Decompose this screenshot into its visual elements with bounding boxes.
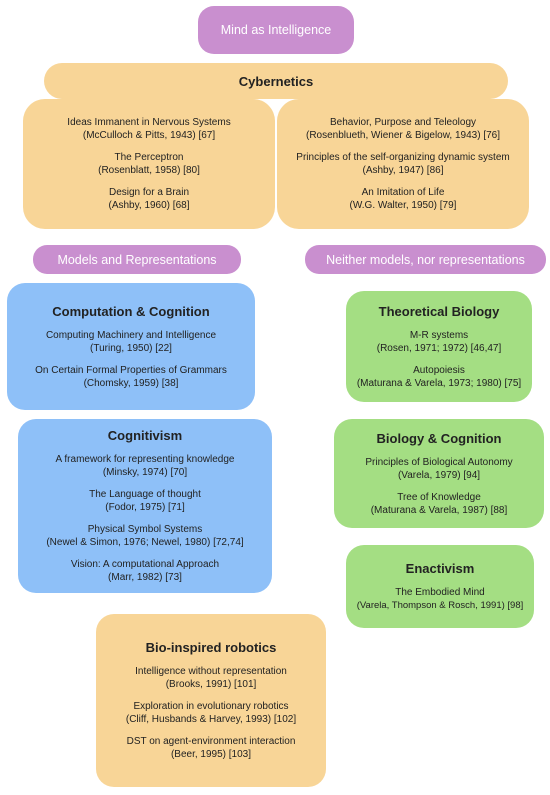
item-ref: (Rosen, 1971; 1972) [46,47] [376,342,502,354]
enactivism-node: Enactivism The Embodied Mind (Varela, Th… [346,545,534,628]
item-ref: (Beer, 1995) [103] [170,749,252,760]
cognitivism-item-0: A framework for representing knowledge (… [56,453,235,479]
item-ref: (Brooks, 1991) [101] [165,679,257,690]
item-title: On Certain Formal Properties of Grammars [35,364,227,376]
item-title: The Language of thought [89,489,201,500]
cybernetics-right-item-0: Behavior, Purpose and Teleology (Rosenbl… [306,116,500,142]
item-title: Vision: A computational Approach [70,559,220,570]
cognitivism-node: Cognitivism A framework for representing… [18,419,272,593]
item-title: Design for a Brain [108,187,190,198]
theoretical-biology-item-0: M-R systems (Rosen, 1971; 1972) [46,47] [377,329,502,355]
bio-robotics-item-0: Intelligence without representation (Bro… [135,665,287,691]
item-ref: (Varela, Thompson & Rosch, 1991) [98] [356,600,524,611]
item-title: M-R systems [409,329,469,341]
branch-label: Models and Representations [57,252,217,267]
item-ref: (Varela, 1979) [94] [397,469,481,481]
item-ref: (Rosenblueth, Wiener & Bigelow, 1943) [7… [306,130,500,141]
item-ref: (Marr, 1982) [73] [108,572,182,583]
item-title: Exploration in evolutionary robotics [133,701,289,712]
item-title: Autopoiesis [413,364,465,376]
node-heading: Computation & Cognition [52,303,210,319]
cognitivism-item-2: Physical Symbol Systems (Newel & Simon, … [46,523,243,549]
item-ref: (Maturana & Varela, 1973; 1980) [75] [356,377,522,389]
node-heading: Enactivism [405,561,475,576]
neither-models-branch: Neither models, nor representations [305,245,546,274]
item-title: DST on agent-environment interaction [126,736,296,747]
item-title: Principles of the self-organizing dynami… [296,152,510,163]
biology-cognition-item-1: Tree of Knowledge (Maturana & Varela, 19… [371,491,508,517]
biology-cognition-item-0: Principles of Biological Autonomy (Varel… [365,456,512,482]
mind-as-intelligence-node: Mind as Intelligence [198,6,354,54]
item-ref: (Chomsky, 1959) [38] [83,377,179,389]
node-heading: Bio-inspired robotics [145,640,277,655]
item-title: Tree of Knowledge [397,491,481,503]
models-representations-branch: Models and Representations [33,245,241,274]
theoretical-biology-node: Theoretical Biology M-R systems (Rosen, … [346,291,532,402]
cognitivism-item-1: The Language of thought (Fodor, 1975) [7… [89,488,201,514]
item-title: Physical Symbol Systems [87,524,203,535]
bio-robotics-item-1: Exploration in evolutionary robotics (Cl… [126,700,296,726]
item-title: An Imitation of Life [361,187,445,198]
cybernetics-left-item-0: Ideas Immanent in Nervous Systems (McCul… [67,116,230,142]
node-heading: Cognitivism [107,428,183,443]
cybernetics-left-item-1: The Perceptron (Rosenblatt, 1958) [80] [98,151,200,177]
node-heading: Theoretical Biology [378,303,500,319]
item-ref: (Maturana & Varela, 1987) [88] [370,504,508,516]
item-ref: (Rosenblatt, 1958) [80] [98,165,200,176]
branch-label: Neither models, nor representations [326,252,525,267]
item-ref: (Cliff, Husbands & Harvey, 1993) [102] [125,714,297,725]
biology-cognition-node: Biology & Cognition Principles of Biolog… [334,419,544,528]
computation-cognition-node: Computation & Cognition Computing Machin… [7,283,255,410]
item-title: Behavior, Purpose and Teleology [329,117,477,128]
item-title: Ideas Immanent in Nervous Systems [67,117,231,128]
item-title: A framework for representing knowledge [55,454,235,465]
item-title: The Embodied Mind [395,587,485,598]
cognitivism-item-3: Vision: A computational Approach (Marr, … [71,558,219,584]
item-ref: (McCulloch & Pitts, 1943) [67] [82,130,216,141]
computation-item-0: Computing Machinery and Intelligence (Tu… [46,329,216,355]
item-title: The Perceptron [114,152,184,163]
item-ref: (Turing, 1950) [22] [90,342,172,354]
cybernetics-left-panel: Ideas Immanent in Nervous Systems (McCul… [23,99,275,229]
item-ref: (W.G. Walter, 1950) [79] [349,200,457,211]
node-heading: Biology & Cognition [376,430,502,446]
bio-inspired-robotics-node: Bio-inspired robotics Intelligence witho… [96,614,326,787]
computation-item-1: On Certain Formal Properties of Grammars… [35,364,227,390]
cybernetics-header: Cybernetics [44,63,508,99]
bio-robotics-item-2: DST on agent-environment interaction (Be… [127,735,296,761]
item-title: Principles of Biological Autonomy [365,456,513,468]
cybernetics-left-item-2: Design for a Brain (Ashby, 1960) [68] [109,186,190,212]
item-ref: (Ashby, 1947) [86] [362,165,444,176]
item-ref: (Minsky, 1974) [70] [102,467,188,478]
item-title: Intelligence without representation [135,666,287,677]
cybernetics-right-item-2: An Imitation of Life (W.G. Walter, 1950)… [350,186,457,212]
theoretical-biology-item-1: Autopoiesis (Maturana & Varela, 1973; 19… [357,364,521,390]
root-label: Mind as Intelligence [220,23,332,37]
cybernetics-right-panel: Behavior, Purpose and Teleology (Rosenbl… [277,99,529,229]
cybernetics-label: Cybernetics [238,73,314,89]
cybernetics-right-item-1: Principles of the self-organizing dynami… [296,151,509,177]
item-title: Computing Machinery and Intelligence [45,329,217,341]
enactivism-item-0: The Embodied Mind (Varela, Thompson & Ro… [357,586,524,612]
item-ref: (Fodor, 1975) [71] [105,502,185,513]
item-ref: (Ashby, 1960) [68] [108,200,190,211]
item-ref: (Newel & Simon, 1976; Newel, 1980) [72,7… [46,537,244,548]
